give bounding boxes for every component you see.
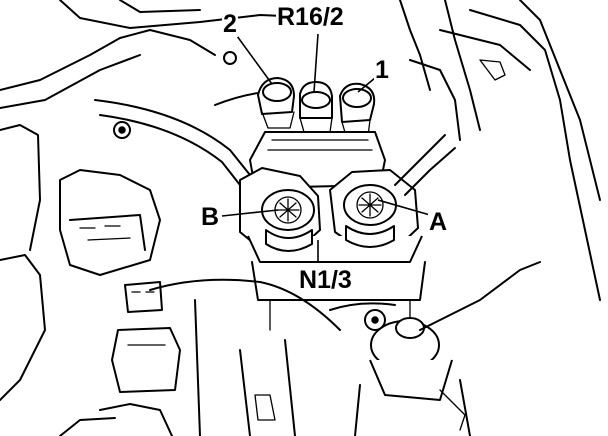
lower-right-unit	[329, 261, 541, 436]
plug-connectors	[257, 77, 376, 137]
ignition-cable-1	[394, 134, 456, 196]
hood-structure	[0, 0, 601, 301]
left-fender	[0, 51, 237, 401]
label-connector-1: 1	[374, 56, 390, 84]
coil-a	[343, 184, 397, 248]
lower-left-connector	[59, 278, 341, 436]
label-connector-2: 2	[222, 10, 238, 38]
label-r16-2: R16/2	[276, 3, 345, 31]
coil-b	[261, 189, 315, 252]
bottom-details	[194, 299, 296, 436]
leader-lines	[221, 33, 431, 262]
label-coil-b: B	[200, 203, 221, 231]
label-coil-a: A	[428, 208, 449, 236]
label-n1-3: N1/3	[298, 266, 353, 294]
